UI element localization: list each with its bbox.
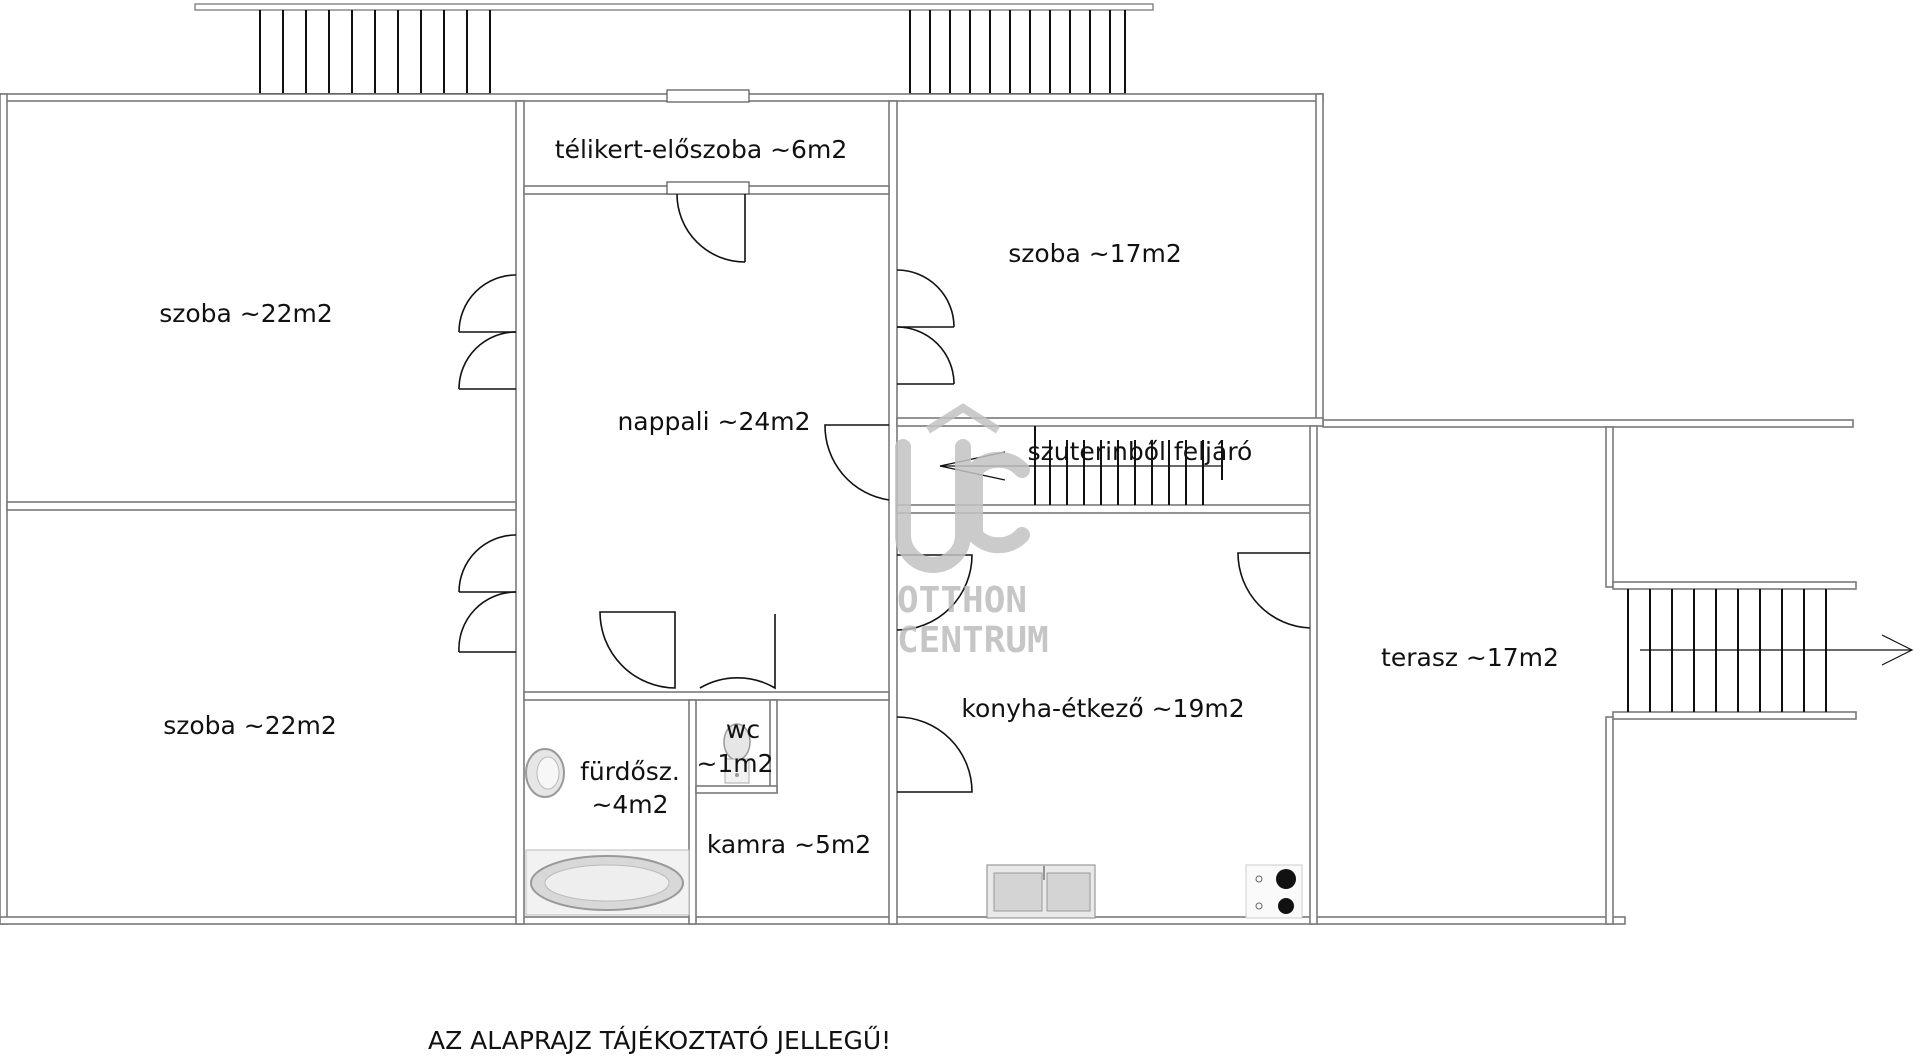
watermark-line2: CENTRUM bbox=[897, 620, 1049, 661]
watermark-line1: OTTHON bbox=[897, 580, 1027, 621]
door-top-entry bbox=[666, 89, 750, 103]
toilet-icon bbox=[723, 723, 751, 784]
top-right-stair bbox=[909, 10, 1126, 95]
label-wc-1: wc bbox=[726, 715, 760, 744]
sink-icon bbox=[525, 748, 565, 798]
doors bbox=[458, 89, 1311, 793]
door-nappali-stairs bbox=[824, 424, 890, 501]
door-szoba-left-top bbox=[458, 274, 517, 390]
door-szoba-right bbox=[896, 269, 955, 385]
door-furdo bbox=[599, 611, 676, 689]
door-konyha-left bbox=[896, 554, 973, 793]
top-balcony bbox=[194, 3, 1154, 95]
label-furdo-2: ~4m2 bbox=[591, 790, 668, 819]
label-terasz: terasz ~17m2 bbox=[1381, 643, 1559, 672]
otthon-centrum-logo: OTTHON CENTRUM bbox=[895, 403, 1049, 661]
label-konyha: konyha-étkező ~19m2 bbox=[961, 694, 1244, 723]
label-nappali: nappali ~24m2 bbox=[617, 407, 810, 436]
label-szoba-top-right: szoba ~17m2 bbox=[1008, 239, 1182, 268]
label-kamra: kamra ~5m2 bbox=[707, 830, 871, 859]
label-furdo-1: fürdősz. bbox=[580, 757, 680, 786]
door-szoba-left-bottom bbox=[458, 534, 517, 653]
outer-walls bbox=[0, 93, 1857, 925]
label-telikert: télikert-előszoba ~6m2 bbox=[555, 135, 847, 164]
label-wc-2: ~1m2 bbox=[696, 749, 773, 778]
top-left-stair bbox=[259, 10, 491, 95]
terrace-stairs bbox=[1627, 589, 1914, 712]
disclaimer-note: AZ ALAPRAJZ TÁJÉKOZTATÓ JELLEGŰ! bbox=[428, 1025, 891, 1055]
label-szoba-bottom-left: szoba ~22m2 bbox=[163, 711, 337, 740]
door-konyha-terasz bbox=[1237, 552, 1311, 629]
bathtub-icon bbox=[525, 849, 690, 916]
stove-icon bbox=[1245, 864, 1303, 919]
door-nappali-top bbox=[666, 181, 750, 263]
room-labels: szoba ~22m2 szoba ~22m2 télikert-előszob… bbox=[159, 135, 1559, 859]
door-wc bbox=[699, 614, 776, 690]
label-szoba-top-left: szoba ~22m2 bbox=[159, 299, 333, 328]
interior-walls bbox=[6, 100, 1324, 925]
label-stairs: szuterinből feljáró bbox=[1028, 437, 1253, 466]
kitchen-sink-icon bbox=[986, 864, 1096, 919]
